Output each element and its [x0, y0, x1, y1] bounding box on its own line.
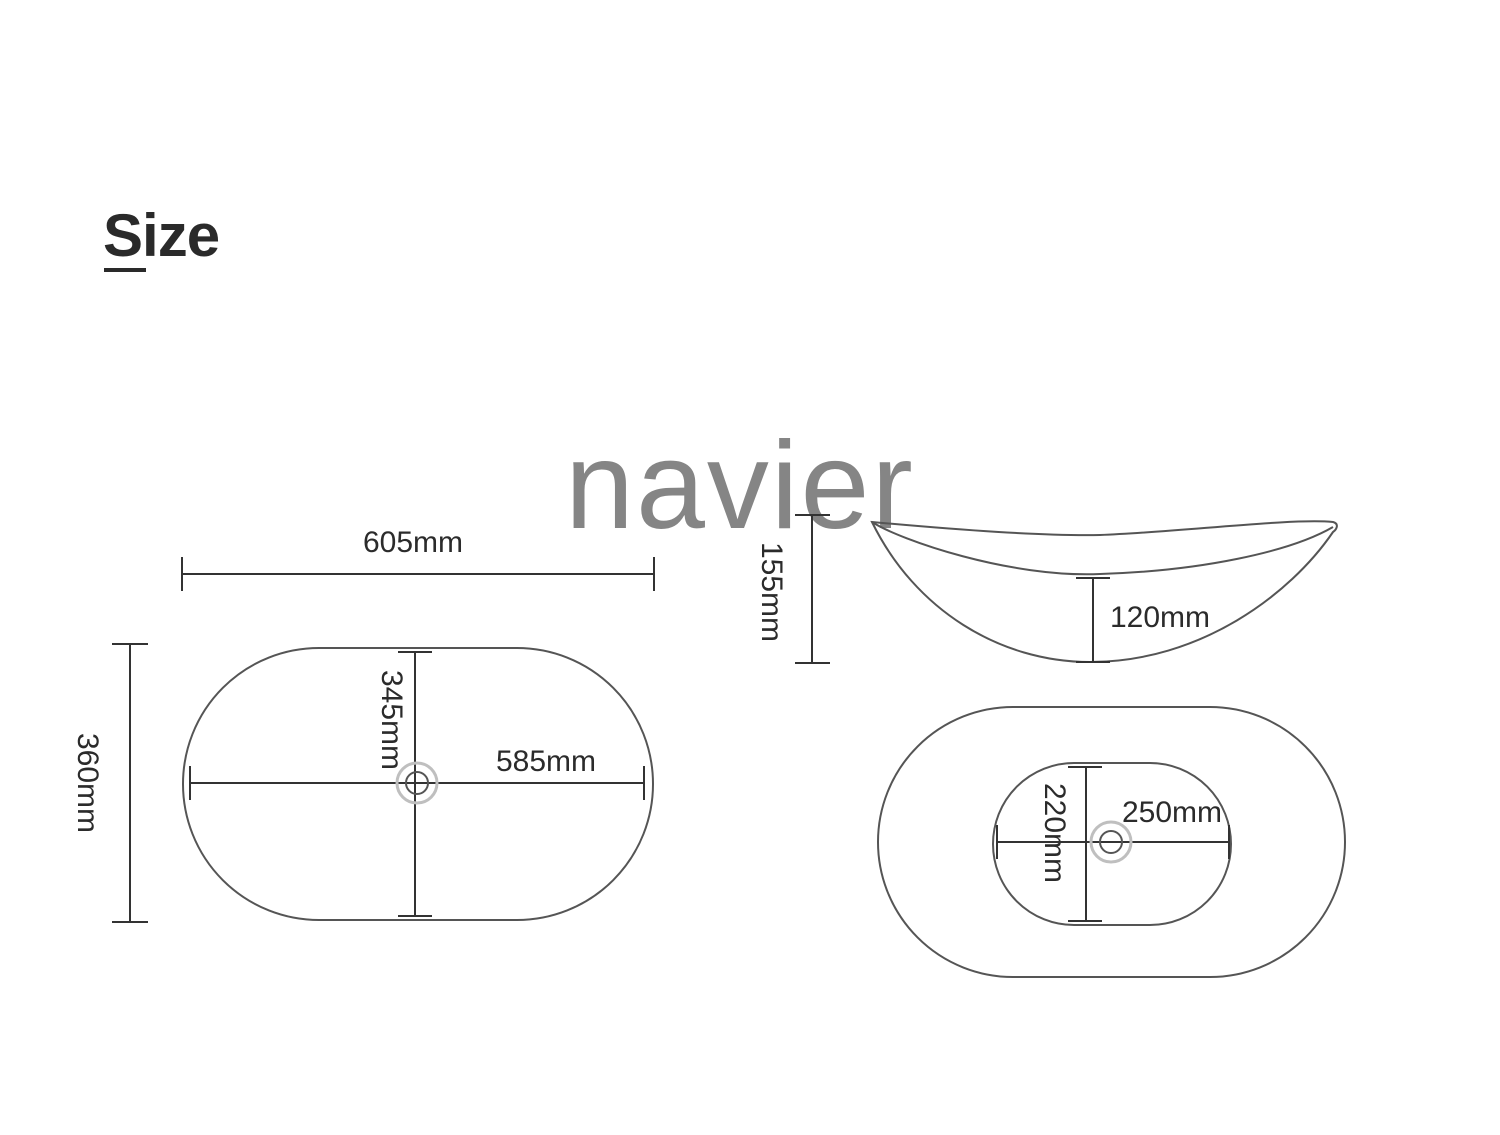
title-underline — [104, 268, 146, 272]
base-drain-inner-ring — [1099, 830, 1123, 854]
base-width-label: 250mm — [1122, 796, 1222, 829]
base-depth-label: 220mm — [1038, 783, 1071, 883]
top-view: 605mm 360mm 345mm 585mm — [71, 526, 655, 923]
basin-base-inner-outline — [992, 762, 1232, 926]
overall-height-label: 155mm — [755, 542, 788, 642]
side-view: 155mm 120mm — [755, 514, 1338, 664]
base-view: 220mm 250mm — [877, 706, 1346, 978]
basin-rim-inner — [871, 521, 1334, 576]
page-title: Size — [103, 202, 220, 269]
drain-icon — [395, 761, 439, 805]
basin-base-outer-outline — [877, 706, 1346, 978]
drain-inner-ring — [405, 771, 429, 795]
inner-width-label: 585mm — [496, 745, 596, 778]
basin-side-outline — [870, 520, 1338, 664]
inner-depth-label: 345mm — [375, 670, 408, 770]
overall-width-label: 605mm — [363, 526, 463, 559]
overall-depth-label: 360mm — [71, 733, 104, 833]
bowl-depth-label: 120mm — [1110, 601, 1210, 634]
watermark-logo: navier — [565, 417, 915, 555]
base-drain-icon — [1089, 820, 1133, 864]
basin-top-outline — [182, 647, 654, 921]
